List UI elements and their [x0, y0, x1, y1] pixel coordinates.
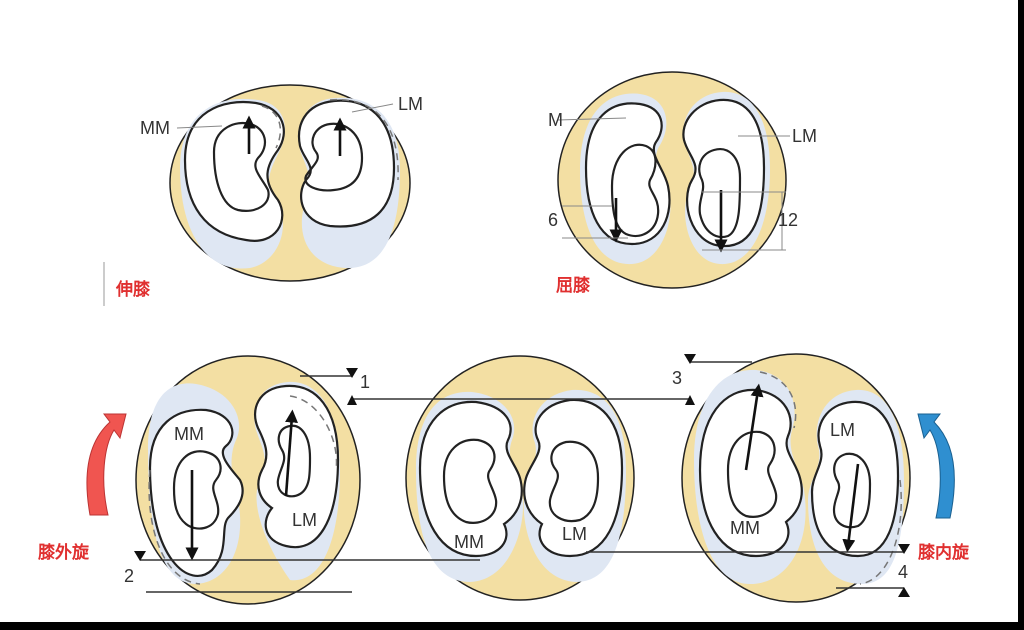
- internal-rotation-plateau: [681, 353, 911, 603]
- num-6: 6: [548, 210, 558, 230]
- m-label-flex: M: [548, 110, 563, 130]
- medial-meniscus: [416, 391, 524, 582]
- lm-label-er: LM: [292, 510, 317, 530]
- curved-arrow-up-left-icon: [917, 413, 955, 519]
- medial-meniscus: [694, 369, 806, 584]
- lm-label-flex: LM: [792, 126, 817, 146]
- lateral-meniscus: [523, 389, 626, 582]
- lateral-meniscus: [682, 91, 770, 265]
- mm-label-er: MM: [174, 424, 204, 444]
- neutral-plateau: [405, 355, 635, 601]
- num-1: 1: [360, 372, 370, 392]
- mm-label-neutral: MM: [454, 532, 484, 552]
- external-rotation-plateau: [135, 355, 361, 605]
- lm-label-ir: LM: [830, 420, 855, 440]
- internal-rotation-label: 膝内旋: [918, 542, 970, 563]
- num-4: 4: [898, 562, 908, 582]
- mm-label-ext: MM: [140, 118, 170, 138]
- lm-label-neutral: LM: [562, 524, 587, 544]
- flexion-label: 屈膝: [556, 275, 591, 296]
- mm-label-ir: MM: [730, 518, 760, 538]
- external-rotation-label: 膝外旋: [38, 542, 90, 563]
- flexion-plateau: [557, 71, 790, 289]
- num-12: 12: [778, 210, 798, 230]
- lm-label-ext: LM: [398, 94, 423, 114]
- curved-arrow-up-right-icon: [86, 413, 127, 516]
- num-2: 2: [124, 566, 134, 586]
- extension-label: 伸膝: [115, 279, 151, 300]
- medial-meniscus: [180, 98, 285, 269]
- extension-plateau: [169, 84, 411, 282]
- num-3: 3: [672, 368, 682, 388]
- medial-meniscus: [580, 93, 671, 265]
- medial-meniscus: [148, 383, 244, 585]
- reference-lines: [134, 354, 910, 597]
- lateral-meniscus: [298, 97, 400, 269]
